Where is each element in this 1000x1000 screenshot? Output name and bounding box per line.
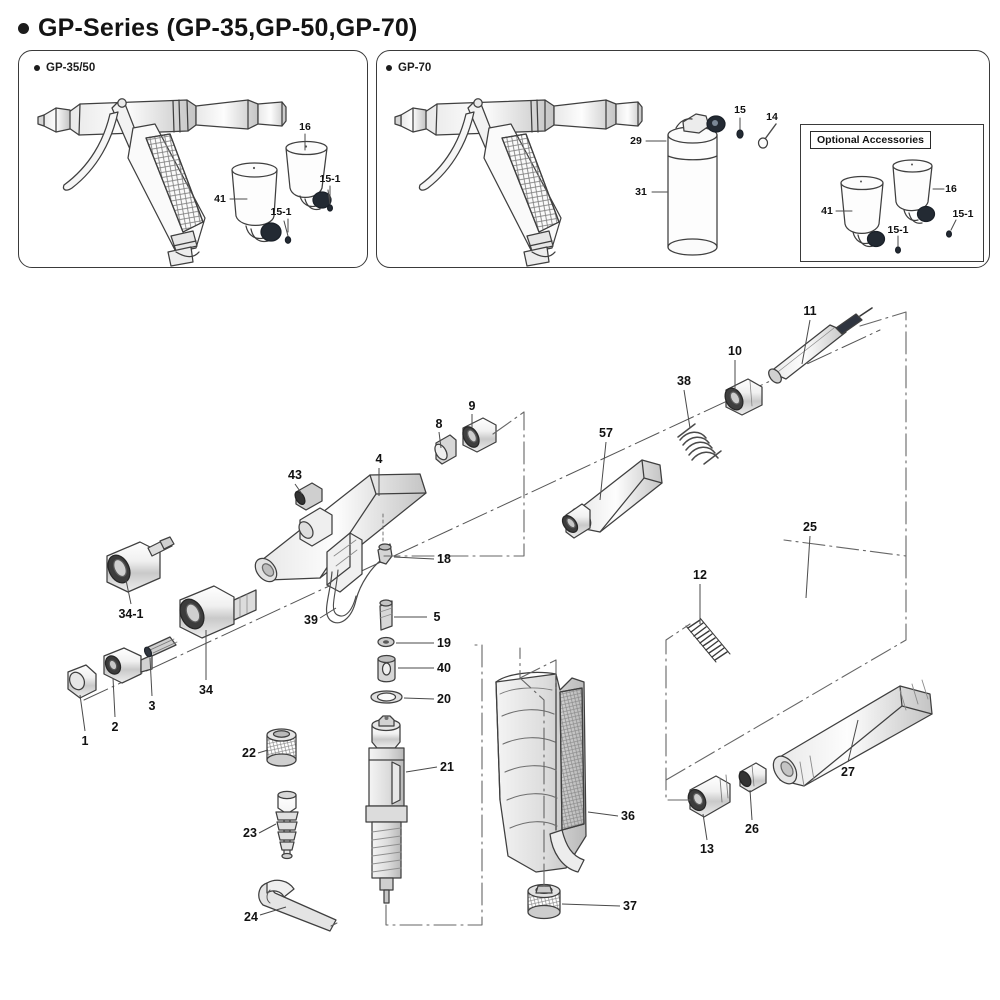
optional-accessories-caption: Optional Accessories (810, 131, 931, 149)
callout-15-1: 15-1 (952, 208, 974, 220)
callout-21: 21 (440, 760, 454, 774)
bullet-dot-icon (18, 23, 29, 34)
callout-27: 27 (841, 765, 855, 779)
callout-15-1: 15-1 (887, 224, 909, 236)
callout-41: 41 (214, 193, 226, 205)
callout-26: 26 (745, 822, 759, 836)
callout-8: 8 (435, 417, 443, 431)
callout-40: 40 (437, 661, 451, 675)
callout-36: 36 (621, 809, 635, 823)
callout-31: 31 (635, 186, 647, 198)
callout-22: 22 (242, 746, 256, 760)
page-title-text: GP-Series (GP-35,GP-50,GP-70) (38, 14, 418, 42)
callout-34: 34 (199, 683, 213, 697)
callout-43: 43 (288, 468, 302, 482)
callout-41: 41 (821, 205, 833, 217)
page-title: GP-Series (GP-35,GP-50,GP-70) (18, 14, 418, 43)
callout-15-1: 15-1 (319, 173, 341, 185)
callout-15-1: 15-1 (270, 206, 292, 218)
callout-13: 13 (700, 842, 714, 856)
callout-15: 15 (734, 104, 746, 116)
callout-16: 16 (299, 121, 311, 133)
callout-11: 11 (803, 304, 817, 318)
callout-37: 37 (623, 899, 637, 913)
callout-16: 16 (945, 183, 957, 195)
callout-25: 25 (803, 520, 817, 534)
panel-gp-70-label-text: GP-70 (398, 62, 432, 74)
callout-12: 12 (693, 568, 707, 582)
callout-14: 14 (766, 111, 778, 123)
callout-9: 9 (468, 399, 476, 413)
callout-20: 20 (437, 692, 451, 706)
callout-5: 5 (433, 610, 441, 624)
callout-34-1: 34-1 (118, 607, 144, 621)
panel-gp-70-label: GP-70 (386, 62, 431, 74)
callout-38: 38 (677, 374, 691, 388)
callout-3: 3 (148, 699, 156, 713)
callout-29: 29 (630, 135, 642, 147)
callout-57: 57 (599, 426, 613, 440)
panel-gp-3550-label-text: GP-35/50 (46, 62, 96, 74)
callout-4: 4 (375, 452, 383, 466)
callout-18: 18 (437, 552, 451, 566)
callout-1: 1 (81, 734, 89, 748)
panel-gp-3550-label: GP-35/50 (34, 62, 95, 74)
callout-39: 39 (304, 613, 318, 627)
callout-19: 19 (437, 636, 451, 650)
callout-2: 2 (111, 720, 119, 734)
callout-10: 10 (728, 344, 742, 358)
callout-23: 23 (243, 826, 257, 840)
callout-24: 24 (244, 910, 258, 924)
bullet-dot-icon (386, 65, 392, 71)
bullet-dot-icon (34, 65, 40, 71)
